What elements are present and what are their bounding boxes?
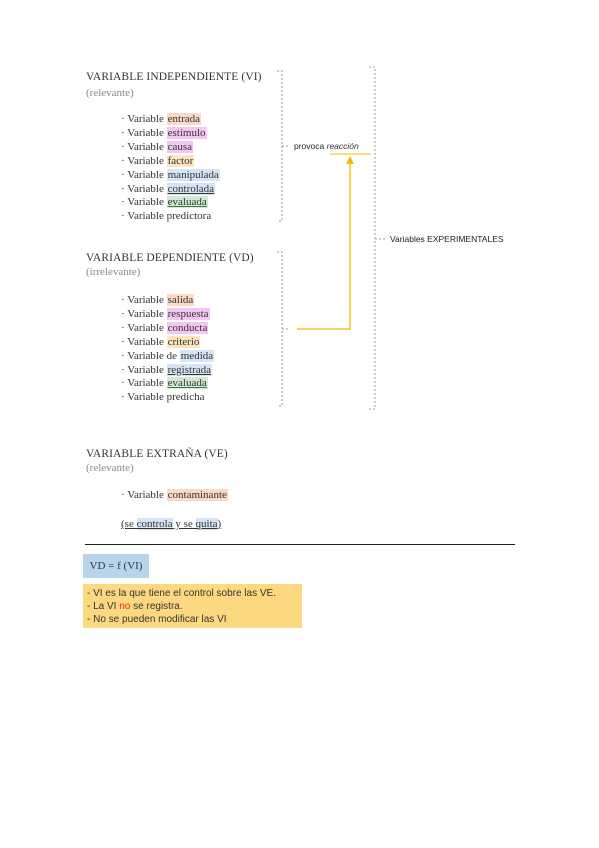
list-item: · Variable estímulo [121,126,207,139]
vi-subtitle: (relevante) [86,87,134,99]
vi-bracket [277,70,283,222]
highlighted-word: causa [166,140,194,153]
reaccion-word: reacción [326,141,359,151]
experimentales-bracket [369,66,376,410]
list-item: · Variable evaluada [121,196,208,209]
ve-title: VARIABLE EXTRAÑA (VE) [86,448,228,460]
note-line: - La VI no se registra. [87,601,183,612]
vi-title: VARIABLE INDEPENDIENTE (VI) [86,71,262,83]
highlighted-word: medida [179,349,215,362]
vd-bracket [277,251,283,407]
list-item: · Variable evaluada [121,377,208,390]
highlighted-word: evaluada [166,377,208,390]
provoca-reaccion-note: provoca reacción [294,141,359,151]
highlighted-word: manipulada [166,168,220,181]
highlighted-word: conducta [166,321,209,334]
vd-list: · Variable salida · Variable respuesta ·… [121,294,215,405]
ve-item: · Variable contaminante [121,489,228,501]
vi-list: · Variable entrada · Variable estímulo ·… [121,113,220,224]
experimentales-label: Variables EXPERIMENTALES [390,234,504,244]
note-line: - VI es la que tiene el control sobre la… [87,588,276,599]
notes-box: - VI es la que tiene el control sobre la… [83,584,302,628]
list-item: · Variable controlada [121,182,216,195]
highlighted-word: evaluada [166,196,208,209]
list-item: · Variable de medida [121,349,215,362]
highlighted-word: respuesta [166,307,210,320]
highlighted-word: controlada [166,182,216,195]
highlighted-word: salida [166,294,195,306]
no-word: no [119,601,131,612]
list-item: · Variable manipulada [121,168,220,181]
list-item: · Variable salida [121,294,195,306]
highlighted-word: estímulo [166,126,207,139]
list-item: · Variable entrada [121,113,201,125]
list-item: · Variable criterio [121,335,201,348]
formula-box: VD = f (VI) [83,554,149,578]
list-item: · Variable predictora [121,210,212,223]
highlighted-word: registrada [166,363,212,376]
highlighted-word: entrada [166,113,201,125]
divider [85,544,515,545]
list-item: · Variable conducta [121,321,209,334]
list-item: · Variable respuesta [121,307,210,320]
plain-word: predictora [166,210,212,223]
list-item: · Variable registrada [121,363,212,376]
ve-subtitle: (relevante) [86,462,134,474]
plain-word: predicha [166,391,205,404]
note-line: - No se pueden modificar las VI [87,614,227,625]
vd-subtitle: (irrelevante) [86,266,141,278]
reaction-arrow [297,162,351,330]
ve-control-note: (se controla y se quita) [121,518,222,530]
highlighted-word: contaminante [166,489,228,501]
vd-title: VARIABLE DEPENDIENTE (VD) [86,252,254,264]
list-item: · Variable predicha [121,391,205,404]
highlighted-word: criterio [166,335,201,348]
list-item: · Variable causa [121,140,194,153]
list-item: · Variable factor [121,154,195,167]
arrow-head-icon [346,156,354,164]
highlighted-word: factor [166,154,195,167]
